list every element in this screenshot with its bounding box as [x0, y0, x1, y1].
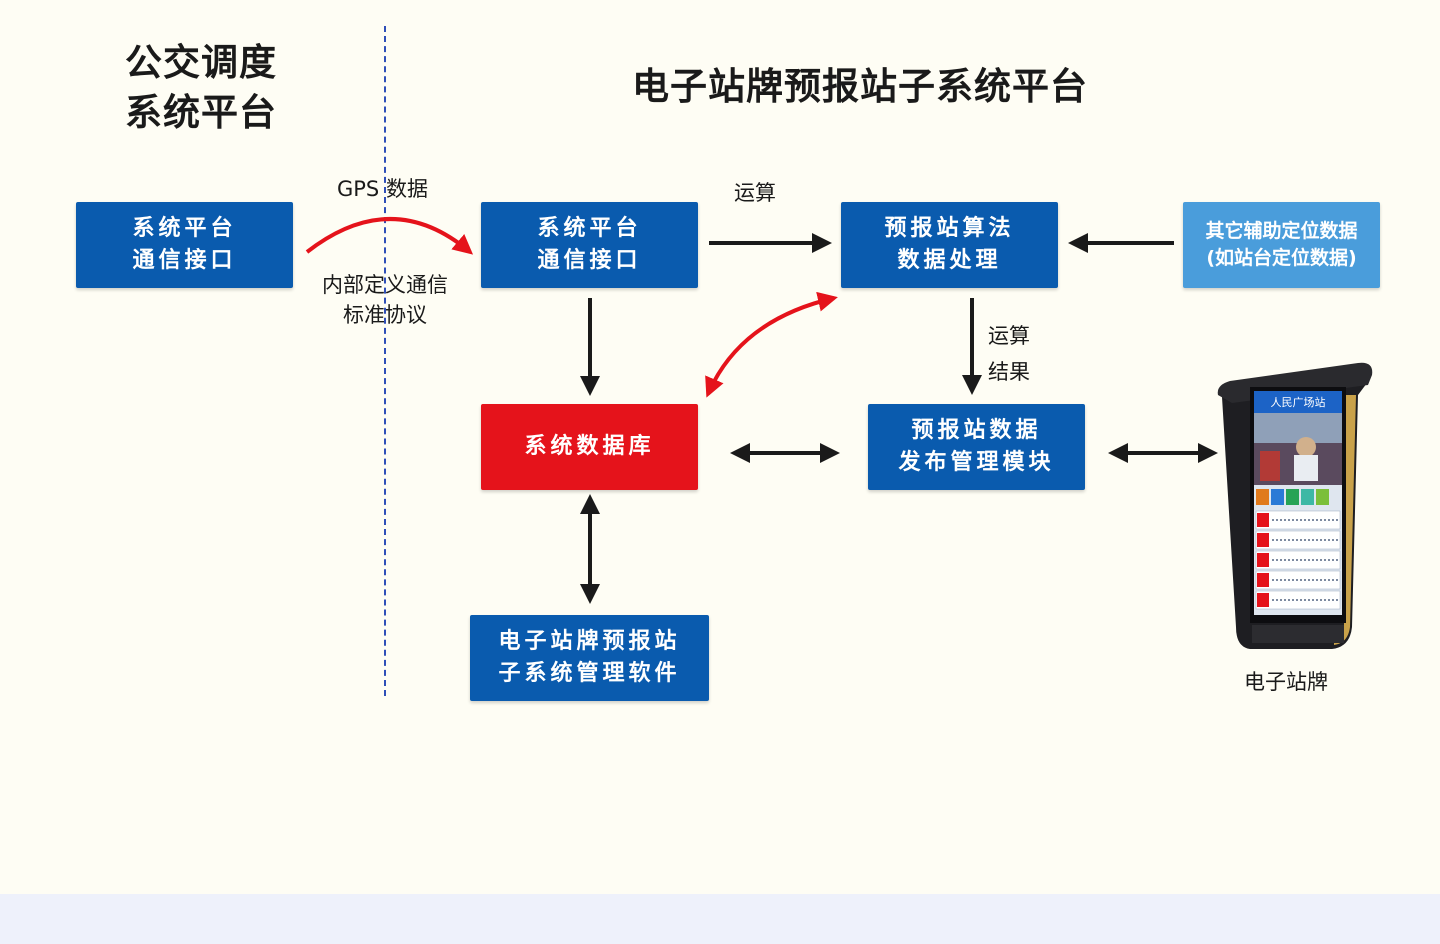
box-line: 预报站数据 — [911, 418, 1042, 443]
dispatch-platform-heading: 公交调度 系统平台 — [125, 38, 277, 138]
box-line: 系统平台 — [132, 216, 237, 241]
gps-arrow — [305, 217, 474, 255]
electronic-sign-image: 人民广场站 — [1217, 362, 1373, 649]
box-line: 系统平台 — [537, 216, 642, 241]
db-algorithm-arrow — [705, 291, 838, 398]
database-box: 系统数据库 — [481, 404, 698, 490]
box-line: 其它辅助定位数据 — [1205, 220, 1358, 242]
footer-band — [0, 894, 1440, 944]
compute-result-line1: 运算 — [988, 324, 1030, 348]
box-line: 发布管理模块 — [898, 450, 1055, 475]
platform-interface-box: 系统平台 通信接口 — [481, 202, 698, 288]
protocol-label-line2: 标准协议 — [343, 303, 427, 327]
algorithm-box: 预报站算法 数据处理 — [841, 202, 1058, 288]
subsystem-platform-heading: 电子站牌预报站子系统平台 — [632, 65, 1088, 108]
section-divider — [384, 26, 386, 696]
protocol-label: 内部定义通信 标准协议 — [312, 270, 458, 330]
dispatch-interface-box: 系统平台 通信接口 — [76, 202, 293, 288]
box-line: 子系统管理软件 — [498, 661, 681, 686]
aux-positioning-box: 其它辅助定位数据 (如站台定位数据) — [1183, 202, 1380, 288]
box-line: (如站台定位数据) — [1206, 247, 1357, 269]
box-line: 电子站牌预报站 — [498, 629, 681, 654]
dispatch-heading-line2: 系统平台 — [125, 91, 277, 134]
box-line: 系统数据库 — [524, 434, 655, 459]
protocol-label-line1: 内部定义通信 — [322, 273, 448, 297]
management-software-box: 电子站牌预报站 子系统管理软件 — [470, 615, 709, 701]
box-line: 通信接口 — [537, 248, 642, 273]
sign-station-name: 人民广场站 — [1271, 395, 1326, 409]
compute-result-line2: 结果 — [988, 360, 1030, 384]
compute-result-label: 运算 结果 — [988, 318, 1030, 390]
box-line: 通信接口 — [132, 248, 237, 273]
box-line: 数据处理 — [897, 248, 1002, 273]
publish-module-box: 预报站数据 发布管理模块 — [868, 404, 1085, 490]
dispatch-heading-line1: 公交调度 — [125, 41, 277, 84]
compute-label: 运算 — [734, 181, 776, 205]
e-sign-caption: 电子站牌 — [1244, 670, 1328, 694]
gps-data-label: GPS 数据 — [337, 177, 428, 201]
box-line: 预报站算法 — [884, 216, 1015, 241]
